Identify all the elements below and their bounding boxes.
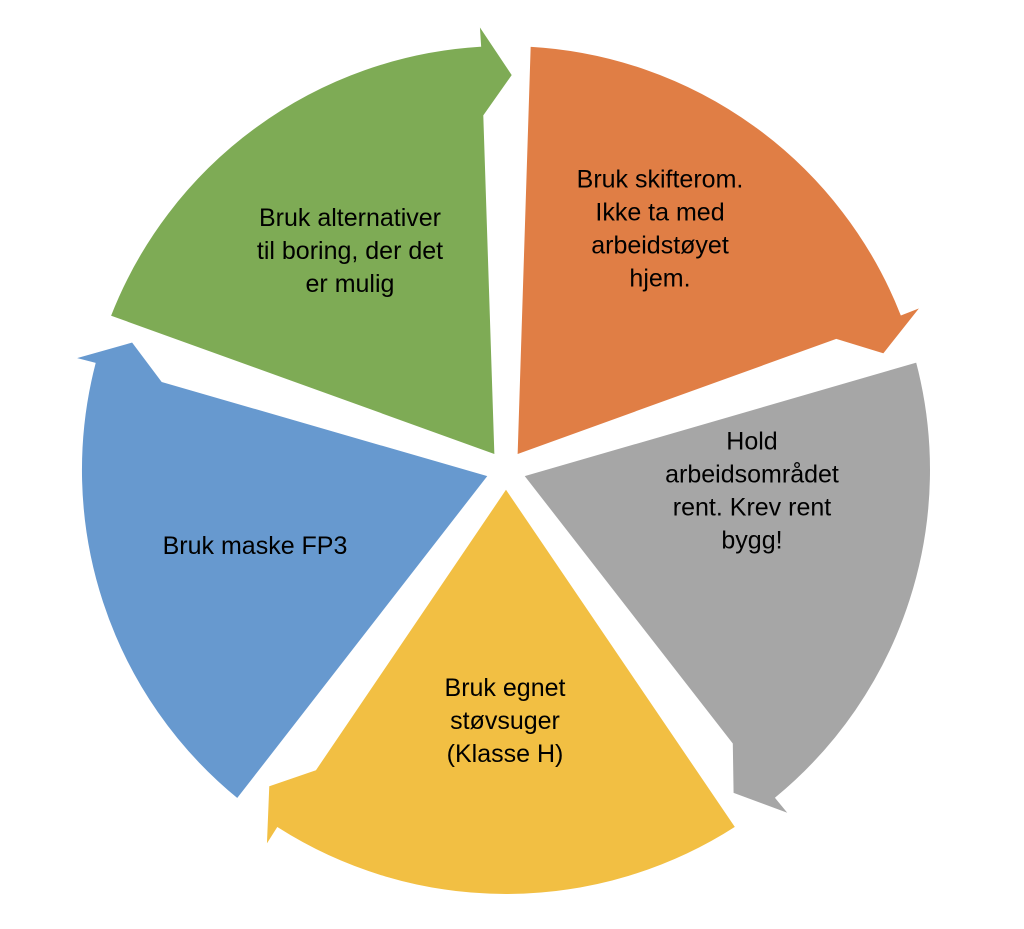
- segment-label-yellow: Bruk egnet støvsuger (Klasse H): [445, 674, 566, 768]
- segment-label-line: arbeidstøyet: [591, 232, 729, 260]
- segment-gray: [521, 360, 932, 818]
- segment-label-blue: Bruk maske FP3: [163, 532, 348, 560]
- segment-label-line: Hold: [726, 428, 777, 456]
- segment-label-line: til boring, der det: [257, 237, 443, 265]
- segment-label-line: Bruk egnet: [445, 674, 566, 702]
- segment-label-line: arbeidsområdet: [665, 461, 839, 489]
- segment-label-line: hjem.: [629, 265, 690, 293]
- segment-label-line: er mulig: [306, 270, 395, 298]
- segment-green: [108, 20, 515, 457]
- segment-label-gray: Hold arbeidsområdet rent. Krev rent bygg!: [665, 428, 839, 555]
- segment-yellow: [264, 486, 738, 896]
- segment-label-line: rent. Krev rent: [673, 494, 831, 522]
- segment-label-green: Bruk alternativer til boring, der det er m…: [257, 204, 443, 298]
- segment-label-line: Bruk maske FP3: [163, 532, 348, 560]
- segment-label-line: Ikke ta med: [595, 199, 724, 227]
- segment-label-orange: Bruk skifterom. Ikke ta med arbeidstøyet hj…: [577, 166, 744, 293]
- segment-label-line: (Klasse H): [447, 740, 564, 768]
- segment-label-line: Bruk skifterom.: [577, 166, 744, 194]
- segment-label-line: støvsuger: [450, 707, 560, 735]
- segment-label-line: bygg!: [721, 527, 782, 555]
- segment-orange: [515, 44, 925, 457]
- segment-blue: [69, 340, 491, 801]
- segment-label-line: Bruk alternativer: [259, 204, 441, 232]
